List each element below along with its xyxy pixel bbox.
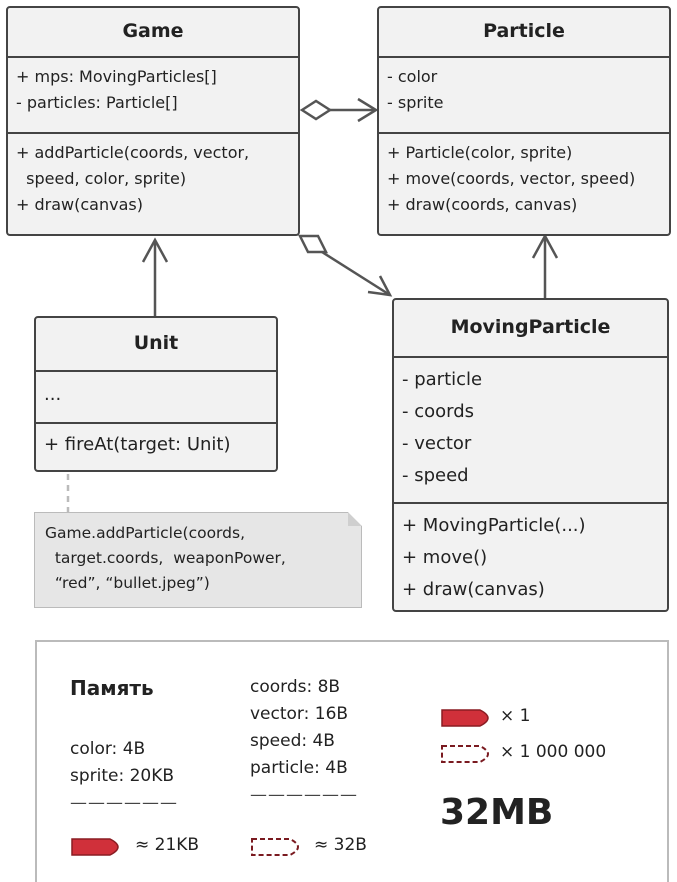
code-note: Game.addParticle(coords, target.coords, … (34, 512, 362, 608)
class-game-fields: + mps: MovingParticles[] - particles: Pa… (8, 56, 298, 132)
class-particle-title: Particle (483, 20, 565, 42)
game-particle-aggregation (299, 97, 379, 123)
game-movingparticle-aggregation (297, 234, 393, 297)
note-line: “red”, “bullet.jpeg”) (45, 574, 210, 592)
field: - color (387, 67, 438, 86)
field: - coords (402, 401, 475, 422)
extrinsic-field: speed: 4B (250, 731, 335, 751)
class-moving-particle-fields: - particle - coords - vector - speed (394, 356, 667, 502)
unit-game-association (141, 237, 169, 316)
method: speed, color, sprite) (16, 169, 187, 188)
extrinsic-separator: —————— (250, 785, 358, 805)
method: + move(coords, vector, speed) (387, 169, 636, 188)
extrinsic-list: coords: 8B vector: 16B speed: 4B particl… (250, 674, 358, 809)
bullet-icon (71, 838, 119, 856)
field: + mps: MovingParticles[] (16, 67, 217, 86)
method: + MovingParticle(...) (402, 515, 586, 536)
field: ... (44, 384, 62, 405)
class-particle: Particle - color - sprite + Particle(col… (377, 6, 671, 236)
memory-total: 32MB (440, 792, 554, 833)
class-particle-fields: - color - sprite (379, 56, 669, 132)
class-game: Game + mps: MovingParticles[] - particle… (6, 6, 300, 236)
context-icon (251, 838, 299, 856)
field: - speed (402, 465, 469, 486)
note-line: target.coords, weaponPower, (45, 549, 286, 567)
movingparticle-particle-association (531, 233, 559, 298)
note-fold-corner (348, 512, 362, 526)
method: + draw(canvas) (402, 579, 545, 600)
class-moving-particle-title: MovingParticle (450, 316, 611, 338)
memory-panel-frame (35, 640, 669, 882)
class-unit: Unit ... + fireAt(target: Unit) (34, 316, 278, 472)
intrinsic-separator: —————— (70, 793, 178, 813)
class-game-title: Game (122, 20, 184, 42)
method: + draw(canvas) (16, 195, 143, 214)
class-moving-particle-methods: + MovingParticle(...) + move() + draw(ca… (394, 502, 667, 612)
field: - particles: Particle[] (16, 93, 178, 112)
intrinsic-field: color: 4B (70, 739, 146, 759)
method: + fireAt(target: Unit) (44, 434, 231, 455)
class-moving-particle: MovingParticle - particle - coords - vec… (392, 298, 669, 612)
method: + addParticle(coords, vector, (16, 143, 250, 162)
context-count: × 1 000 000 (500, 742, 607, 762)
class-unit-title: Unit (133, 332, 179, 354)
method: + draw(coords, canvas) (387, 195, 578, 214)
extrinsic-field: particle: 4B (250, 758, 348, 778)
class-unit-methods: + fireAt(target: Unit) (36, 422, 276, 464)
note-line: Game.addParticle(coords, (45, 524, 245, 542)
method: + Particle(color, sprite) (387, 143, 573, 162)
memory-title: Память (70, 676, 154, 700)
field: - vector (402, 433, 472, 454)
class-particle-methods: + Particle(color, sprite) + move(coords,… (379, 132, 669, 224)
intrinsic-total: ≈ 21KB (135, 835, 200, 855)
method: + move() (402, 547, 488, 568)
field: - particle (402, 369, 483, 390)
field: - sprite (387, 93, 444, 112)
class-unit-fields: ... (36, 370, 276, 422)
bullet-count: × 1 (500, 706, 531, 726)
extrinsic-total: ≈ 32B (314, 835, 367, 855)
extrinsic-field: vector: 16B (250, 704, 349, 724)
intrinsic-list: color: 4B sprite: 20KB —————— (70, 736, 178, 817)
intrinsic-field: sprite: 20KB (70, 766, 175, 786)
extrinsic-field: coords: 8B (250, 677, 341, 697)
context-icon (441, 745, 489, 763)
class-game-methods: + addParticle(coords, vector, speed, col… (8, 132, 298, 224)
bullet-icon (441, 709, 489, 727)
